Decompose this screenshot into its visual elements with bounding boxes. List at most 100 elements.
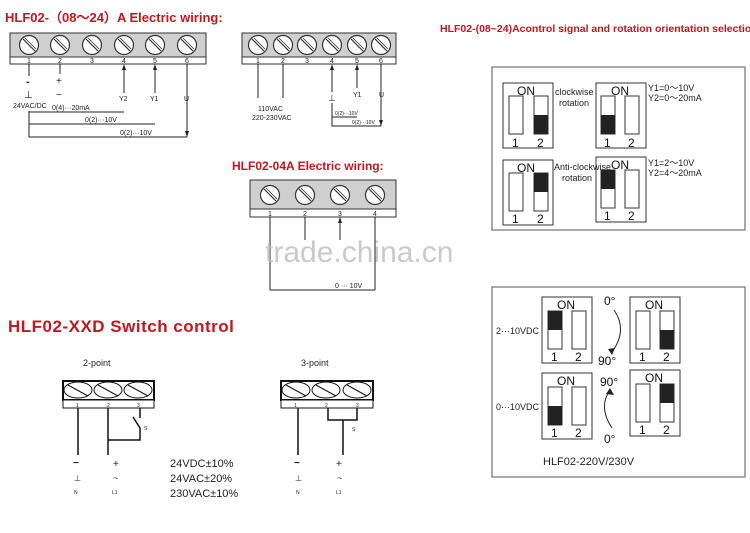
on-label: ON bbox=[645, 371, 663, 385]
two-point-label: 2-point bbox=[83, 358, 111, 368]
switch-number: 2 bbox=[537, 212, 544, 226]
minus-label: - bbox=[26, 76, 30, 88]
two-point-block: 1 2 3 S bbox=[62, 380, 155, 455]
switch-number: 2 bbox=[575, 350, 582, 364]
dip-switch-cw-1: ON 1 2 bbox=[502, 82, 554, 150]
terminal-number: 6 bbox=[379, 58, 383, 65]
terminal-number: 5 bbox=[355, 58, 359, 65]
switch-number: 2 bbox=[663, 423, 670, 437]
terminal-number: 1 bbox=[27, 58, 31, 65]
dip-switch-2-10-a: ON 1 2 bbox=[541, 296, 593, 364]
signal-label: 0(4)···20mA bbox=[52, 105, 90, 112]
y2-label: Y2 bbox=[119, 96, 128, 103]
block3-wires bbox=[269, 217, 376, 291]
supply-label: 220-230VAC bbox=[252, 115, 292, 122]
u-label: U bbox=[184, 96, 189, 103]
tilde-label: ~ bbox=[113, 473, 118, 483]
ground-symbol: ⊥ bbox=[74, 474, 81, 483]
dip-switch-acw-2: ON 1 2 bbox=[595, 156, 647, 223]
mode-label: Y1=0～10V bbox=[648, 83, 694, 93]
signal-label: 0 ··· 10V bbox=[335, 283, 363, 290]
block2-wires bbox=[257, 64, 383, 127]
switch-label: S bbox=[352, 427, 356, 433]
three-point-label: 3-point bbox=[301, 358, 329, 368]
mode-label: Y2=0～20mA bbox=[648, 93, 702, 103]
terminal-number: 1 bbox=[294, 403, 297, 409]
terminal-number: 4 bbox=[330, 58, 334, 65]
signal-label: 0(2)···10V bbox=[352, 120, 375, 126]
terminal-block-2: 1 2 3 4 5 6 bbox=[241, 32, 397, 65]
on-label: ON bbox=[517, 161, 535, 175]
ground-symbol: ⊥ bbox=[328, 93, 336, 103]
n-label: N bbox=[74, 490, 78, 496]
plus-label: + bbox=[113, 459, 119, 470]
y1-label: Y1 bbox=[353, 92, 362, 99]
anticlockwise-label: Anti-clockwise bbox=[554, 162, 611, 172]
terminal-number: 1 bbox=[268, 211, 272, 218]
signal-label: 0(2)···10V bbox=[335, 111, 358, 117]
supply-label: 24VAC/DC bbox=[13, 103, 47, 110]
terminal-number: 3 bbox=[338, 211, 342, 218]
v230-box bbox=[491, 286, 746, 478]
terminal-block-3: 1 2 3 4 bbox=[249, 179, 397, 218]
plus-label: + bbox=[56, 76, 62, 87]
terminal-number: 2 bbox=[325, 403, 328, 409]
l1-label: L1 bbox=[336, 490, 342, 496]
terminal-number: 3 bbox=[305, 58, 309, 65]
dip-switch-0-10-a: ON 1 2 bbox=[541, 372, 593, 440]
terminal-number: 2 bbox=[107, 403, 110, 409]
angle-label: 90° bbox=[600, 375, 618, 389]
switch-number: 2 bbox=[537, 136, 544, 150]
voltage-label: 230VAC±10% bbox=[170, 488, 238, 500]
terminal-number: 1 bbox=[256, 58, 260, 65]
on-label: ON bbox=[557, 298, 575, 312]
terminal-number: 2 bbox=[303, 211, 307, 218]
switch-number: 1 bbox=[639, 423, 646, 437]
switch-number: 2 bbox=[628, 136, 635, 150]
range-label: 0···10VDC bbox=[496, 402, 540, 412]
switch-number: 2 bbox=[628, 209, 635, 223]
angle-label: 0° bbox=[604, 432, 616, 446]
dip-switch-acw-1: ON 1 2 bbox=[502, 159, 554, 226]
terminal-number: 6 bbox=[185, 58, 189, 65]
switch-number: 1 bbox=[604, 209, 611, 223]
switch-number: 1 bbox=[512, 136, 519, 150]
switch-number: 1 bbox=[604, 136, 611, 150]
terminal-number: 4 bbox=[122, 58, 126, 65]
angle-label: 0° bbox=[604, 294, 616, 308]
terminal-number: 2 bbox=[58, 58, 62, 65]
clockwise-label: rotation bbox=[559, 98, 589, 108]
minus-label: − bbox=[294, 458, 300, 469]
on-label: ON bbox=[611, 158, 629, 172]
tilde-label: ~ bbox=[56, 90, 62, 101]
on-label: ON bbox=[557, 374, 575, 388]
signal-label: 0(2)···10V bbox=[120, 130, 152, 137]
terminal-number: 2 bbox=[281, 58, 285, 65]
terminal-number: 4 bbox=[373, 211, 377, 218]
dip-switch-2-10-b: ON 1 2 bbox=[629, 296, 681, 364]
voltage-label: 24VAC±20% bbox=[170, 473, 232, 485]
u-label: U bbox=[379, 92, 384, 99]
mode-label: Y2=4～20mA bbox=[648, 168, 702, 178]
switch-number: 2 bbox=[663, 350, 670, 364]
switch-number: 1 bbox=[512, 212, 519, 226]
terminal-block-1: 1 2 3 4 5 6 bbox=[9, 32, 207, 65]
dip-switch-cw-2: ON 1 2 bbox=[595, 82, 647, 150]
v230-caption: HLF02-220V/230V bbox=[543, 456, 635, 468]
tilde-label: ~ bbox=[337, 473, 342, 483]
title-selection: HLF02-(08~24)Acontrol signal and rotatio… bbox=[440, 23, 750, 35]
clockwise-label: clockwise bbox=[555, 87, 594, 97]
title-switch-control: HLF02-XXD Switch control bbox=[8, 317, 234, 336]
on-label: ON bbox=[517, 84, 535, 98]
anticlockwise-label: rotation bbox=[562, 173, 592, 183]
minus-label: − bbox=[73, 458, 79, 469]
block1-wires bbox=[28, 64, 189, 138]
terminal-number: 3 bbox=[90, 58, 94, 65]
on-label: ON bbox=[611, 84, 629, 98]
three-point-block: 1 2 3 S bbox=[280, 380, 374, 455]
switch-number: 1 bbox=[551, 426, 558, 440]
terminal-number: 3 bbox=[137, 403, 140, 409]
dip-switch-0-10-b: ON 1 2 bbox=[629, 369, 681, 437]
mode-label: Y1=2～10V bbox=[648, 158, 694, 168]
